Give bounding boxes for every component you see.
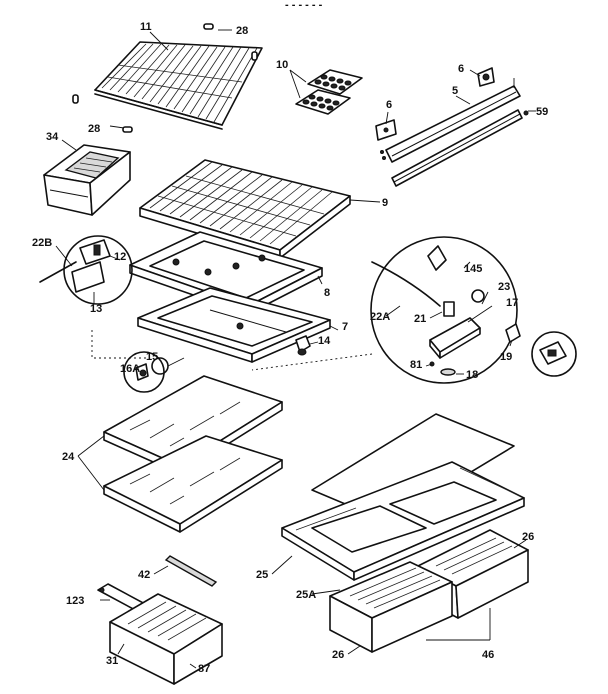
screw-59 (523, 110, 529, 116)
crisper-cover-frame (281, 461, 525, 581)
callout-19: 19 (500, 351, 512, 363)
callout-18: 18 (466, 369, 478, 381)
callout-labels: 11 28 28 10 6 6 5 59 34 9 22B 12 13 8 7 … (32, 21, 548, 675)
callout-leaders (55, 29, 536, 669)
callout-24: 24 (62, 451, 75, 463)
shelf-clip-28b (251, 51, 258, 61)
callout-16a: 16A (120, 363, 140, 375)
callout-7: 7 (342, 321, 348, 333)
storage-bin (43, 144, 131, 216)
callout-123: 123 (66, 595, 84, 607)
egg-tray (295, 69, 363, 115)
socket-16a (123, 351, 165, 393)
trim-strip (380, 78, 523, 187)
damper-14 (295, 335, 311, 356)
crisper-drawer-left (329, 561, 453, 653)
detail-circle-left (39, 235, 133, 305)
callout-8: 8 (324, 287, 330, 299)
callout-26-lower: 26 (332, 649, 344, 661)
callout-17: 17 (506, 297, 518, 309)
callout-5: 5 (452, 85, 458, 97)
callout-28-left: 28 (88, 123, 100, 135)
callout-28-top: 28 (236, 25, 248, 37)
wire-shelf (94, 41, 263, 130)
callout-26-upper: 26 (522, 531, 534, 543)
callout-14: 14 (318, 335, 331, 347)
leader-dashed-left (91, 330, 150, 359)
callout-15: 15 (146, 351, 158, 363)
callout-22a: 22A (370, 311, 390, 323)
callout-46: 46 (482, 649, 494, 661)
shelf-frame-lower (137, 287, 331, 363)
bracket-6-lower (375, 119, 397, 141)
leader-dashed-right (251, 353, 373, 371)
callout-59: 59 (536, 106, 548, 118)
callout-145: 145 (464, 263, 482, 275)
meat-drawer (109, 593, 223, 685)
callout-81: 81 (410, 359, 422, 371)
detail-circle-switch (531, 331, 577, 377)
callout-87: 87 (198, 663, 210, 675)
callout-13: 13 (90, 303, 102, 315)
callout-12: 12 (114, 251, 126, 263)
callout-42: 42 (138, 569, 150, 581)
crisper-cover-shelf (139, 159, 351, 259)
glass-shelf-lower (103, 435, 283, 533)
leader-24b (77, 455, 105, 491)
callout-34: 34 (46, 131, 59, 143)
header-fragment: - - - - - - (285, 0, 323, 11)
shelf-clip-28a (203, 23, 214, 30)
callout-6-lower: 6 (386, 99, 392, 111)
bracket-6-upper (477, 67, 495, 87)
callout-23: 23 (498, 281, 510, 293)
drawer-rail-42 (164, 555, 218, 587)
callout-25: 25 (256, 569, 268, 581)
callout-31: 31 (106, 655, 118, 667)
callout-9: 9 (382, 197, 388, 209)
shelf-clip-28c (72, 94, 79, 104)
callout-10: 10 (276, 59, 288, 71)
leader-24a (77, 435, 105, 457)
callout-11: 11 (140, 21, 152, 33)
shelf-clip-28d (122, 126, 133, 133)
callout-21: 21 (414, 313, 426, 325)
detail-circle-control (370, 236, 521, 384)
callout-25a: 25A (296, 589, 316, 601)
callout-6-upper: 6 (458, 63, 464, 75)
callout-22b: 22B (32, 237, 52, 249)
